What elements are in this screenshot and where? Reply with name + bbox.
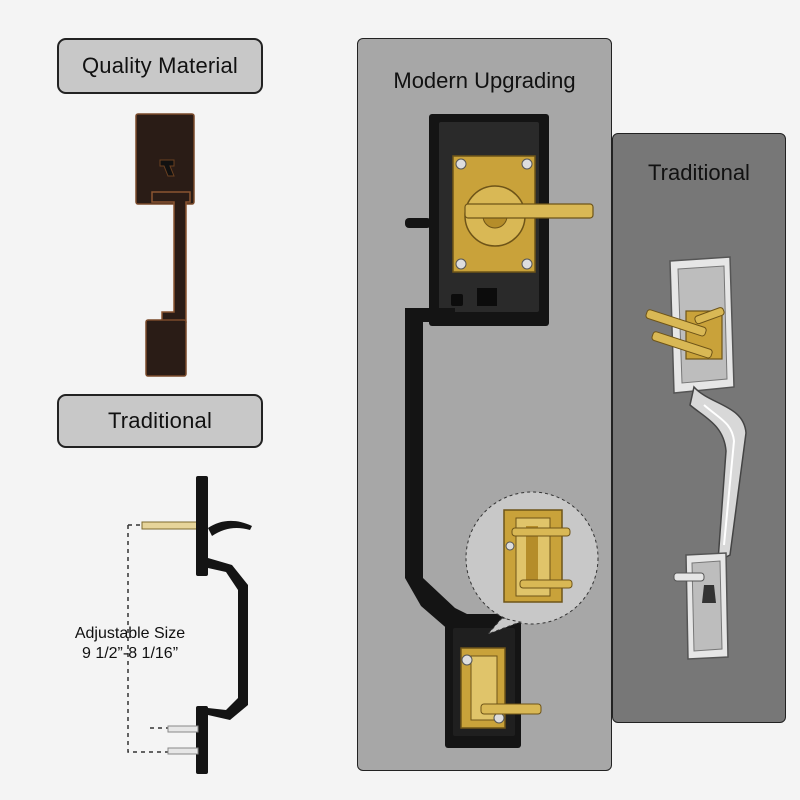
side-profile-handle-image (127, 476, 252, 774)
quality-material-label: Quality Material (57, 38, 263, 94)
adjustable-size-range: 9 1/2”-8 1/16” (81, 645, 179, 662)
traditional-label: Traditional (57, 394, 263, 448)
adjustable-size-title: Adjustable Size (74, 625, 186, 642)
traditional-panel-title: Traditional (648, 160, 750, 185)
traditional-chrome-handleset-image (645, 256, 747, 660)
modern-upgrading-title: Modern Upgrading (393, 68, 576, 93)
bronze-handleset-image (135, 113, 195, 377)
modern-handleset-image (405, 114, 594, 748)
latch-detail-callout (465, 491, 599, 635)
